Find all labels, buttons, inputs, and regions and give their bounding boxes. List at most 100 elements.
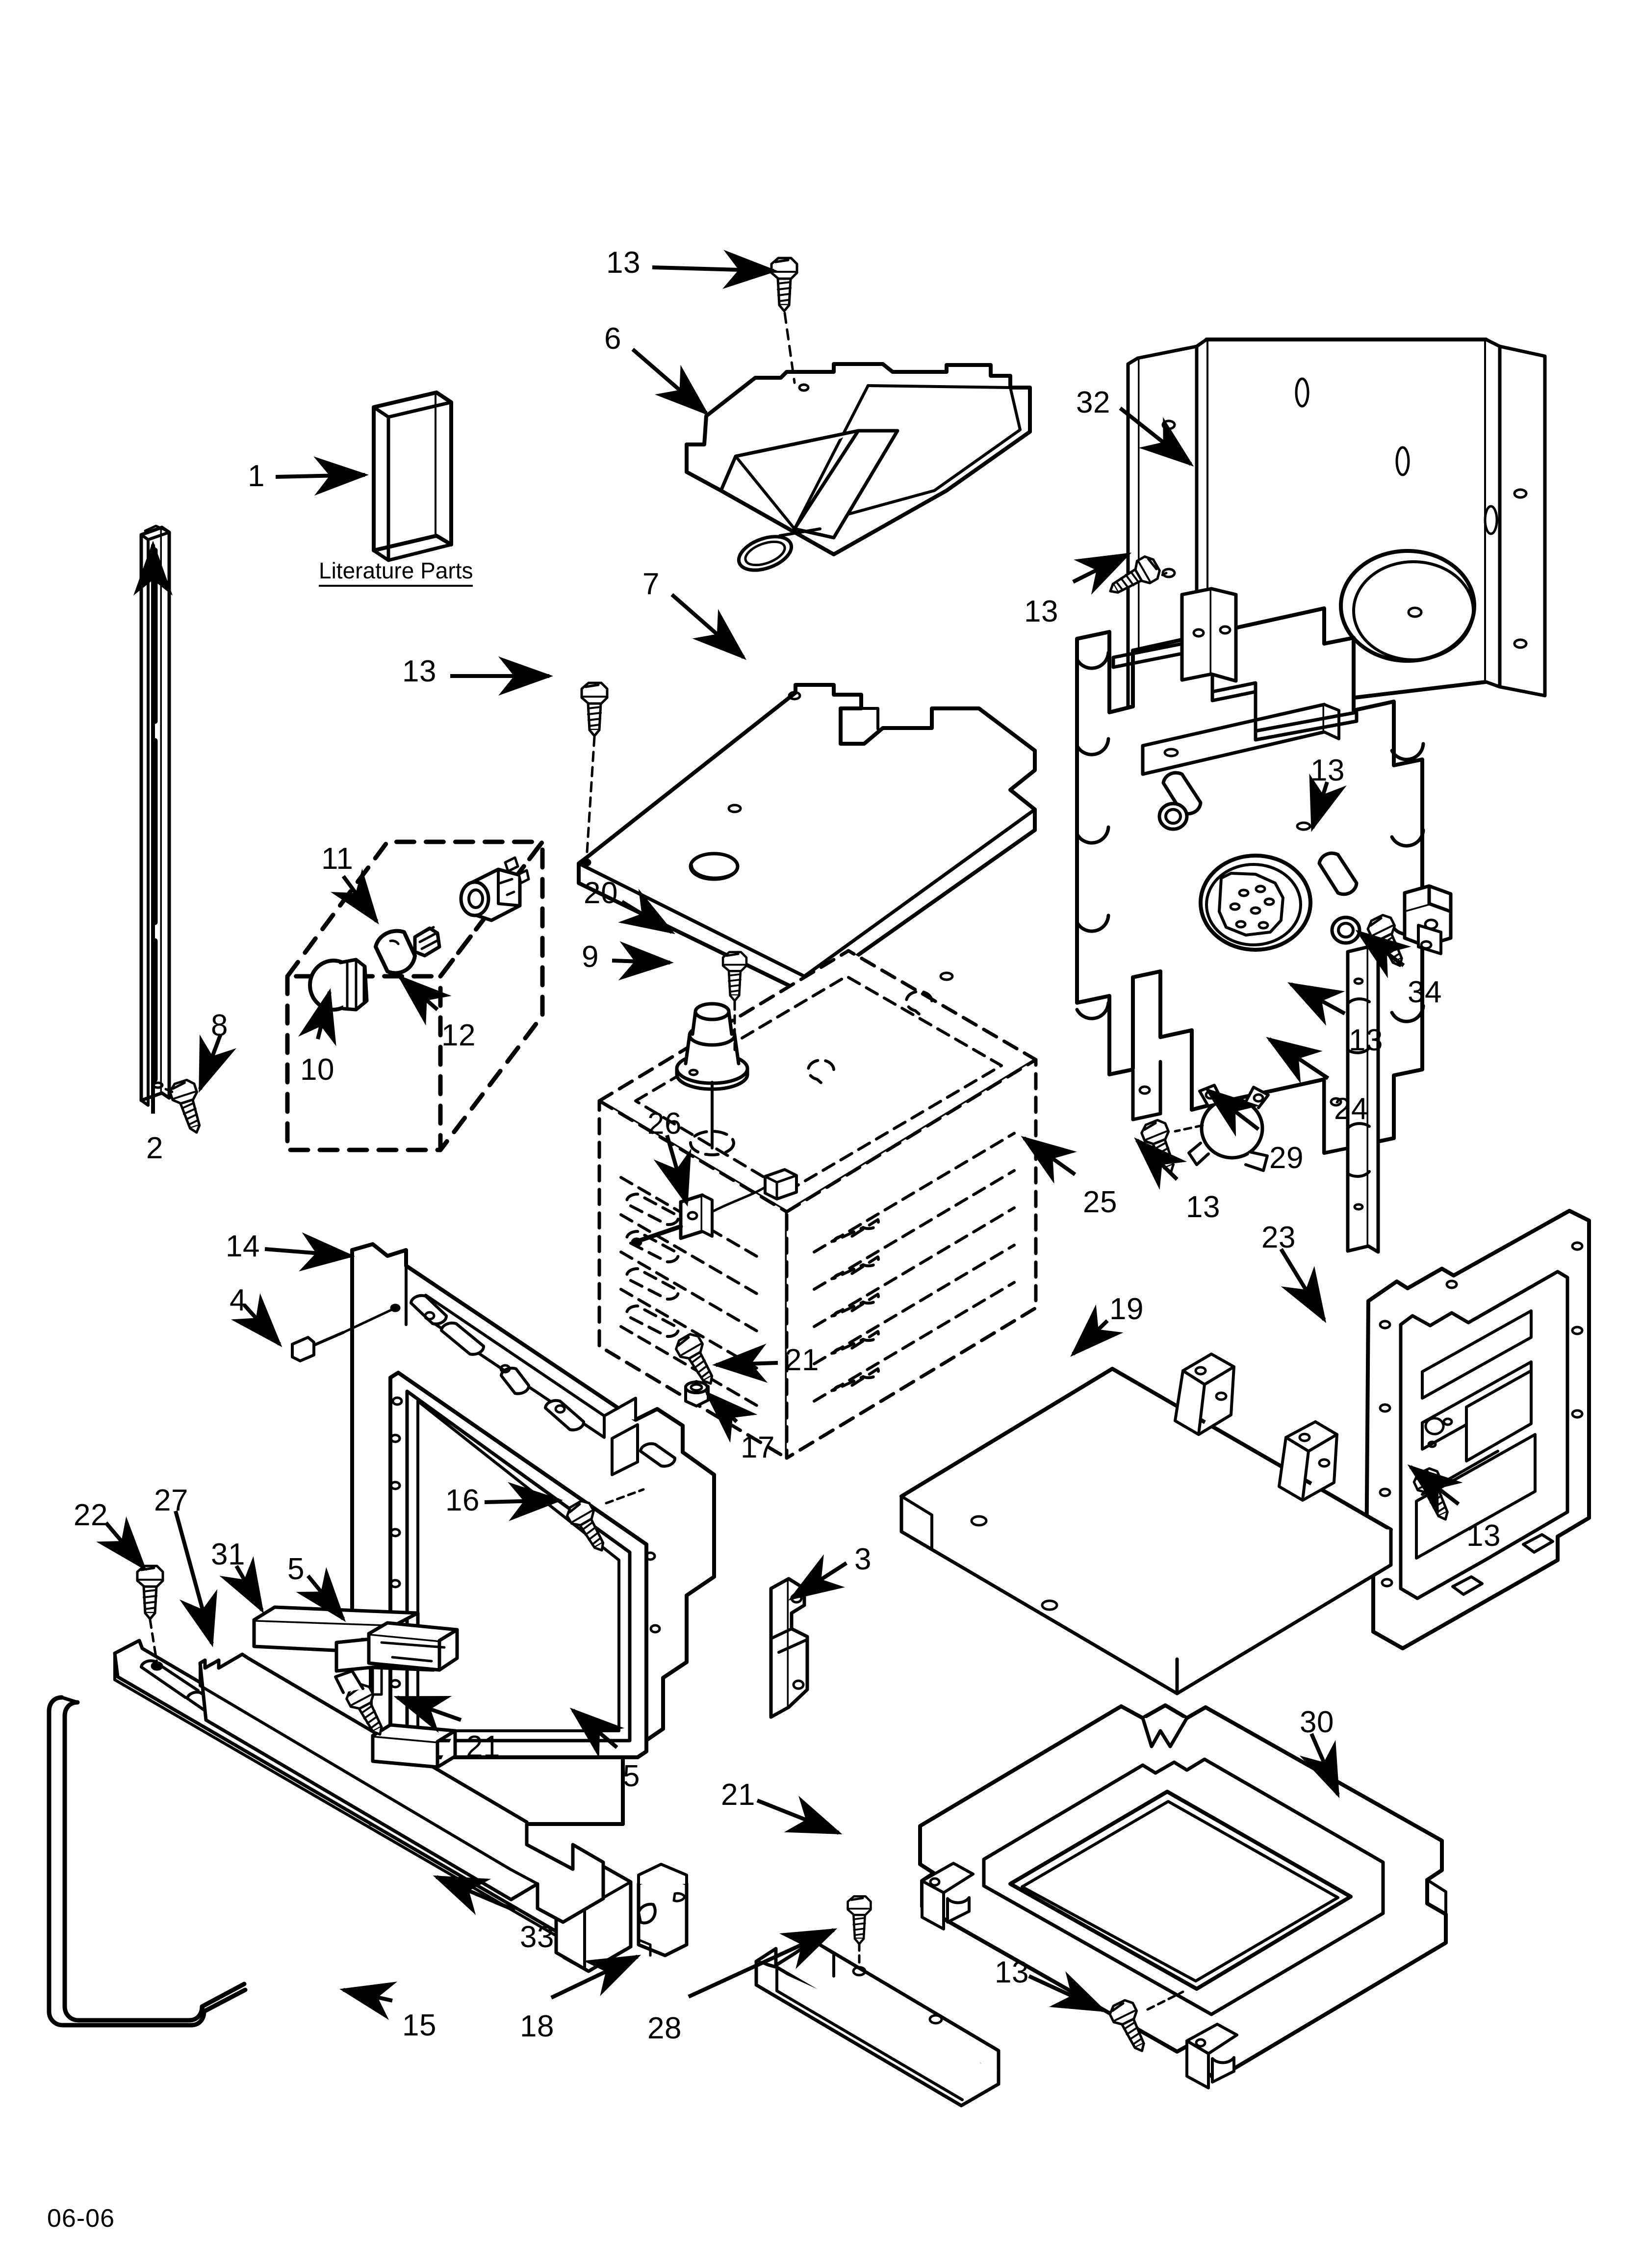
callout-18-latch-catch: 18 — [520, 2009, 554, 2043]
callout-26-oven-sensor: 26 — [647, 1107, 682, 1141]
leader-arrow-27 — [174, 1510, 218, 1647]
leader-arrow-13 — [1134, 1137, 1187, 1190]
callout-13-screw: 13 — [402, 654, 436, 688]
leader-arrow-24 — [1266, 1037, 1330, 1084]
part-30-bottom-frame — [918, 1703, 1448, 2089]
leader-arrow-22 — [96, 1516, 147, 1571]
callout-15-door-gasket: 15 — [402, 2008, 436, 2042]
part-20-screw — [723, 952, 746, 1001]
callout-33-end-cap: 33 — [520, 1920, 554, 1954]
leader-arrow-4 — [231, 1293, 282, 1347]
part-9-vent-grommet — [675, 1002, 749, 1149]
leader-arrow-20 — [618, 888, 675, 935]
callout-21-screw: 21 — [785, 1343, 819, 1377]
leader-arrow-31 — [219, 1556, 264, 1614]
leader-arrow-21 — [712, 1343, 778, 1383]
callout-27-front-trim-rail: 27 — [154, 1484, 188, 1517]
callout-24-vertical-rail: 24 — [1334, 1092, 1368, 1126]
leader-arrow-26 — [653, 1134, 692, 1207]
leader-arrow-13 — [1407, 1464, 1463, 1514]
leader-arrow-5 — [296, 1567, 346, 1622]
callout-2-side-rail: 2 — [146, 1131, 163, 1165]
part-10-lamp-lens-cover — [308, 958, 369, 1012]
leader-arrow-15 — [339, 1981, 398, 2020]
leader-arrow-21 — [393, 1695, 462, 1733]
part-1-literature-manual — [372, 391, 453, 562]
callout-13-screw: 13 — [606, 246, 641, 280]
leader-arrow-12 — [397, 974, 452, 1026]
part-25-liner-detail — [619, 975, 1016, 1409]
part-21-screw-bottomrail — [848, 1896, 871, 1944]
callout-9-vent-grommet: 9 — [582, 940, 599, 974]
leader-arrow-14 — [264, 1232, 355, 1272]
leader-arrow-8 — [198, 1033, 236, 1093]
leader-arrow-1 — [275, 456, 369, 496]
callout-32-rear-panel: 32 — [1076, 386, 1110, 419]
leader-arrow-29 — [1204, 1088, 1260, 1137]
callout-6-top-rear-panel: 6 — [604, 322, 621, 356]
callout-16-screw: 16 — [445, 1484, 480, 1517]
part-5-spacer-block-c — [367, 1621, 459, 1672]
part-6-top-rear-cover — [685, 362, 1032, 572]
leader-arrow-19 — [1070, 1304, 1124, 1357]
leader-arrow-5 — [569, 1707, 625, 1758]
callout-12-oven-lamp-bulb: 12 — [441, 1018, 476, 1052]
callout-11-lamp-assembly: 11 — [321, 842, 354, 876]
leader-arrow-9 — [612, 941, 674, 981]
callout-34-wire-clip-bracket: 34 — [1408, 975, 1442, 1009]
leader-arrow-13 — [652, 250, 778, 289]
part-19-shelf-panel — [899, 1353, 1393, 1695]
callout-21-screw: 21 — [721, 1778, 755, 1812]
callout-13-screw: 13 — [1466, 1519, 1501, 1553]
leader-arrow-33 — [433, 1875, 516, 1915]
leader-arrow-13 — [1309, 773, 1347, 832]
part-23-side-access-panel — [1364, 1209, 1591, 1650]
leader-arrow-32 — [1119, 406, 1194, 467]
part-12-oven-lamp-bulb — [374, 926, 441, 975]
callout-10-lamp-lens-cover: 10 — [300, 1053, 334, 1087]
leader-arrow-13 — [1287, 982, 1346, 1026]
lamp-socket — [459, 856, 530, 922]
callout-28-bottom-rail: 28 — [647, 2011, 682, 2045]
leader-arrow-16 — [484, 1482, 563, 1521]
leader-arrow-23 — [1279, 1248, 1327, 1323]
leader-arrow-7 — [670, 593, 747, 660]
leader-arrow-30 — [1299, 1733, 1340, 1799]
leader-arrow-18 — [550, 1955, 641, 2000]
part-7-oven-top-panel — [577, 683, 1037, 995]
callout-20-screw: 20 — [584, 876, 618, 910]
part-24-vertical-rail — [1346, 945, 1380, 1254]
callout-13-screw: 13 — [1349, 1023, 1383, 1057]
callout-13-screw: 13 — [1024, 595, 1058, 628]
callout-13-screw: 13 — [1186, 1190, 1220, 1224]
leader-arrow-13 — [1072, 552, 1132, 595]
callout-3-support-bracket: 3 — [854, 1542, 872, 1576]
callout-21-screw: 21 — [466, 1730, 500, 1764]
callout-8-screw: 8 — [211, 1009, 228, 1043]
leader-arrow-25 — [1021, 1136, 1077, 1184]
leader-arrow-6 — [631, 347, 710, 416]
callout-7-oven-top-panel: 7 — [642, 567, 660, 601]
callout-14-front-frame: 14 — [226, 1229, 260, 1263]
leader-arrow-28 — [688, 1928, 838, 1999]
callout-23-side-access-panel: 23 — [1261, 1221, 1296, 1254]
leader-arrow-13 — [1028, 1971, 1107, 2012]
leader-arrow-17 — [704, 1390, 758, 1443]
callout-5-spacer-block: 5 — [623, 1759, 640, 1793]
callout-19-shelf-panel: 19 — [1109, 1292, 1144, 1326]
part-2-side-rail — [139, 524, 171, 1107]
callout-5-spacer-block: 5 — [287, 1552, 305, 1586]
part-15-door-gasket — [47, 1695, 248, 2028]
callout-29-thermal-limit-switch: 29 — [1269, 1141, 1304, 1175]
callout-31-trim-rail: 31 — [211, 1538, 245, 1571]
callout-1-literature-manual: 1 — [248, 459, 265, 493]
part-26-oven-sensor — [631, 1168, 798, 1247]
part-13-screw-oventop — [582, 683, 607, 736]
sheet-footer-code: 06-06 — [47, 2204, 115, 2233]
callout-25-oven-cavity-liner: 25 — [1083, 1185, 1117, 1219]
callout-13-screw: 13 — [1310, 754, 1345, 787]
part-31-trim-rail — [198, 1652, 605, 1924]
callout-13-screw: 13 — [995, 1955, 1029, 1989]
callout-17-spacer-nut: 17 — [741, 1431, 775, 1464]
